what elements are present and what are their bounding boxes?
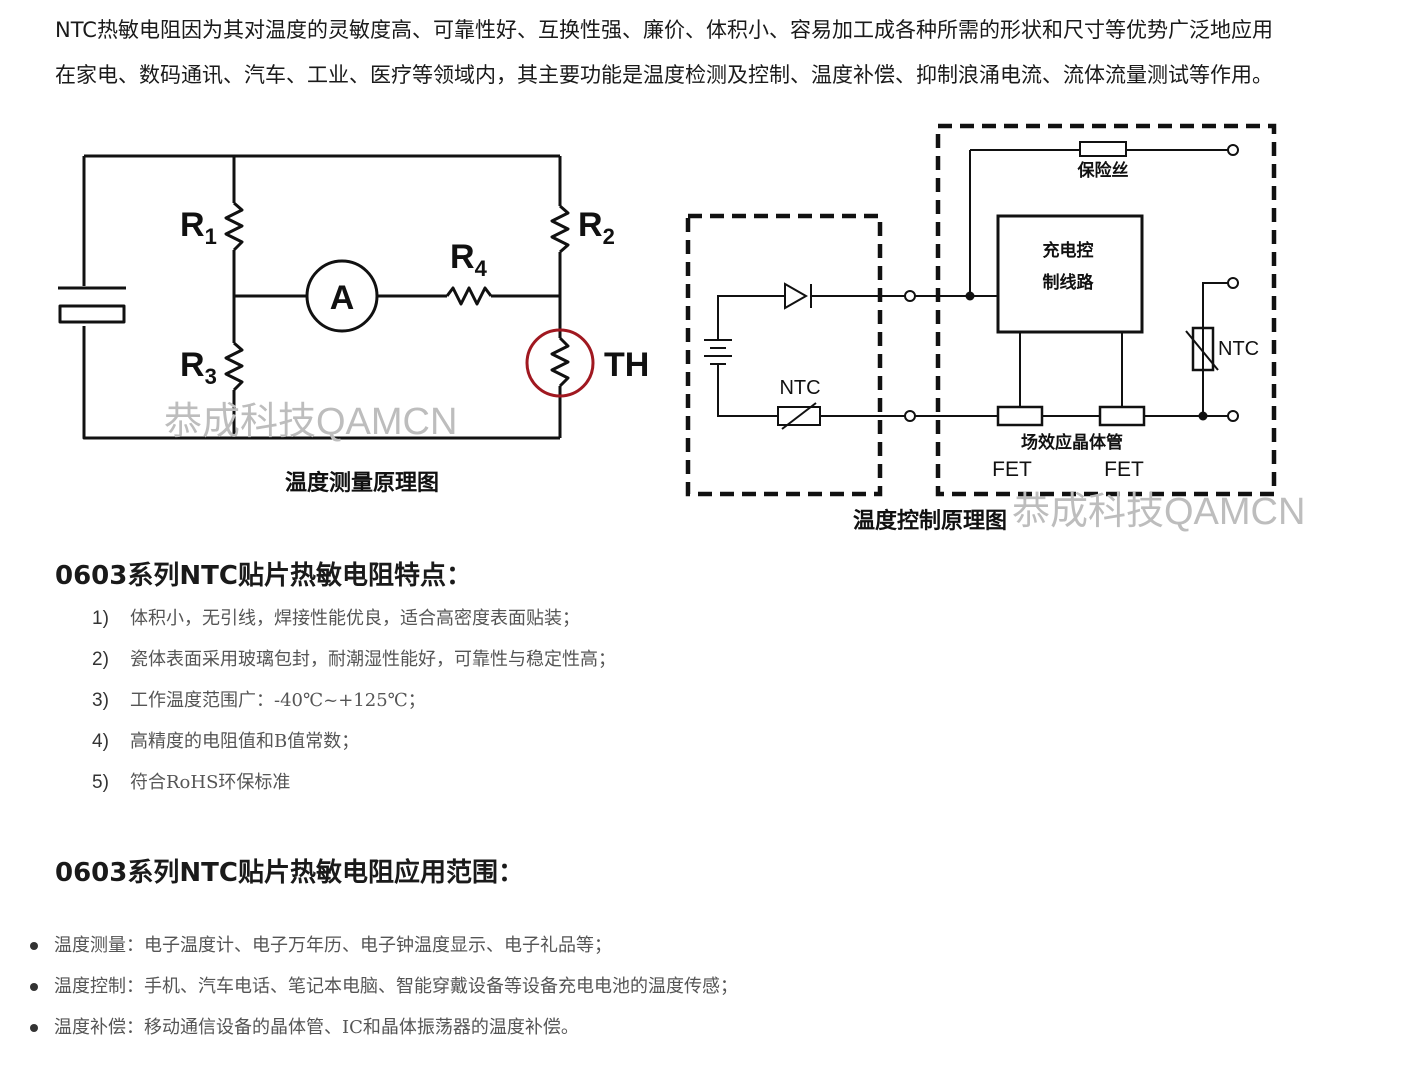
bullet-icon	[30, 1024, 38, 1032]
bullet-icon	[30, 942, 38, 950]
diagram-caption: 温度控制原理图	[853, 508, 1007, 533]
fet-group-label: 场效应晶体管	[1021, 432, 1123, 452]
battery-pack-box	[685, 213, 883, 497]
list-item: 3)工作温度范围广：-40℃~+125℃；	[92, 690, 426, 711]
applications-heading: 0603系列NTC贴片热敏电阻应用范围：	[55, 858, 524, 888]
list-item: 1)体积小，无引线，焊接性能优良，适合高密度表面贴装；	[92, 608, 580, 629]
ammeter-label: A	[330, 279, 355, 317]
fet-1-label: FET	[992, 458, 1032, 481]
intro-line-2: 在家电、数码通讯、汽车、工业、医疗等领域内，其主要功能是温度检测及控制、温度补偿…	[55, 63, 1273, 87]
watermark: 恭成科技QAMCN	[1012, 491, 1305, 533]
controller-label-line-1: 充电控	[1043, 240, 1094, 260]
thermistor-label: TH	[604, 346, 649, 384]
list-item: 4)高精度的电阻值和B值常数；	[92, 731, 360, 752]
fuse-label: 保险丝	[1077, 160, 1129, 180]
r2-label: R2	[578, 206, 615, 249]
protection-board-box	[935, 123, 1277, 497]
ntc-right-label: NTC	[1218, 338, 1259, 360]
fet-2-label: FET	[1104, 458, 1144, 481]
r4-label: R4	[450, 238, 488, 281]
intro-line-1: NTC热敏电阻因为其对温度的灵敏度高、可靠性好、互换性强、廉价、体积小、容易加工…	[55, 18, 1273, 42]
diagram-caption: 温度测量原理图	[285, 470, 439, 495]
temperature-measurement-diagram: R1 R2 R3 R4 A TH 恭成科技QAMCN 温度测量原理图	[58, 154, 649, 495]
applications-list: 温度测量：电子温度计、电子万年历、电子钟温度显示、电子礼品等； 温度控制：手机、…	[30, 925, 738, 1048]
features-heading: 0603系列NTC贴片热敏电阻特点：	[55, 561, 472, 591]
controller-label-line-2: 制线路	[1043, 272, 1095, 292]
features-list: 1)体积小，无引线，焊接性能优良，适合高密度表面贴装； 2)瓷体表面采用玻璃包封…	[92, 598, 616, 803]
ntc-left-label: NTC	[779, 377, 820, 399]
list-item: 温度补偿：移动通信设备的晶体管、IC和晶体振荡器的温度补偿。	[30, 1007, 738, 1048]
list-item: 5)符合RoHS环保标准	[92, 772, 291, 793]
list-item: 温度测量：电子温度计、电子万年历、电子钟温度显示、电子礼品等；	[30, 925, 738, 966]
list-item: 2)瓷体表面采用玻璃包封，耐潮湿性能好，可靠性与稳定性高；	[92, 649, 616, 670]
watermark: 恭成科技QAMCN	[164, 401, 457, 443]
r1-label: R1	[180, 206, 217, 249]
list-item: 温度控制：手机、汽车电话、笔记本电脑、智能穿戴设备等设备充电电池的温度传感；	[30, 966, 738, 1007]
thermistor-highlight-circle	[525, 328, 595, 398]
temperature-control-diagram: 保险丝 充电控 制线路 NTC NTC 场效应晶体管 FET FET 温度控制原…	[685, 123, 1305, 533]
intro-paragraph: NTC热敏电阻因为其对温度的灵敏度高、可靠性好、互换性强、廉价、体积小、容易加工…	[55, 8, 1395, 98]
r3-label: R3	[180, 346, 217, 389]
bullet-icon	[30, 983, 38, 991]
